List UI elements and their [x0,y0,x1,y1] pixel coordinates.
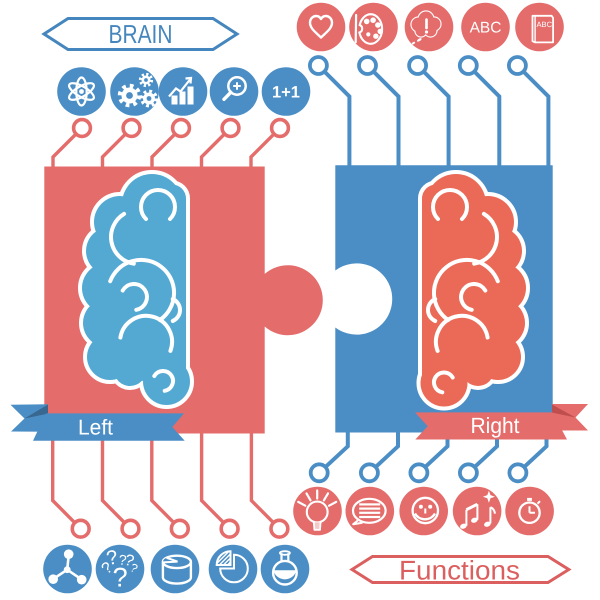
svg-text:Right: Right [471,413,520,438]
svg-text:ABC: ABC [536,20,552,29]
svg-text:ABC: ABC [470,20,502,37]
svg-text:Functions: Functions [399,556,520,586]
svg-text:?: ? [104,546,119,570]
svg-text:1+1: 1+1 [272,84,300,102]
svg-text:Left: Left [78,415,113,439]
svg-text:BRAIN: BRAIN [109,19,173,49]
svg-text:?: ? [113,563,128,593]
svg-text:?: ? [118,551,128,568]
